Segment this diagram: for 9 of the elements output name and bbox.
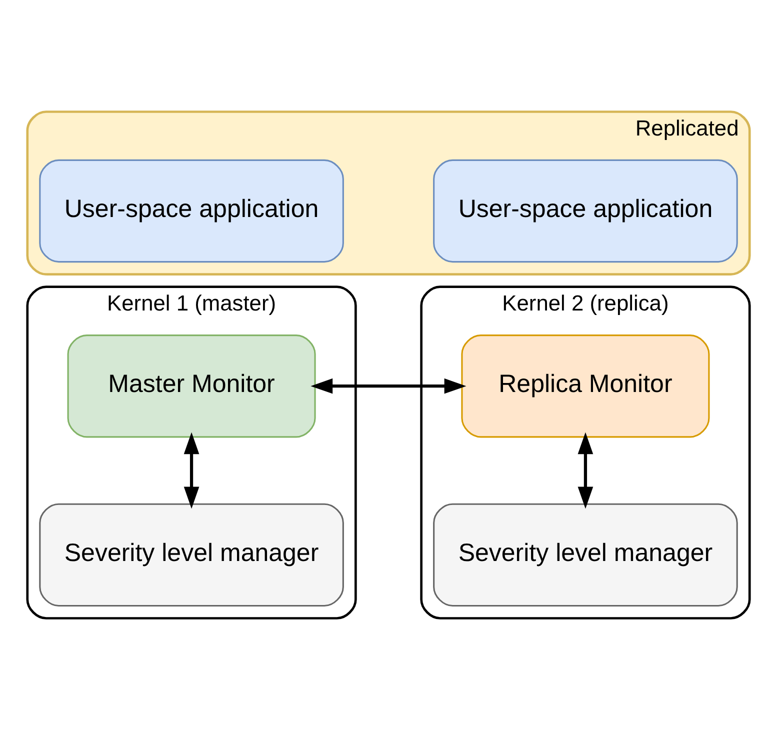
node-box: Replica Monitor bbox=[461, 334, 710, 438]
arrow bbox=[184, 432, 200, 509]
node-box: User-space application bbox=[39, 159, 344, 263]
node-box: Severity level manager bbox=[433, 503, 738, 607]
node-box: Master Monitor bbox=[67, 334, 316, 438]
arrow bbox=[310, 378, 466, 394]
arrow bbox=[578, 432, 594, 509]
node-box: User-space application bbox=[433, 159, 738, 263]
node-box: Severity level manager bbox=[39, 503, 344, 607]
